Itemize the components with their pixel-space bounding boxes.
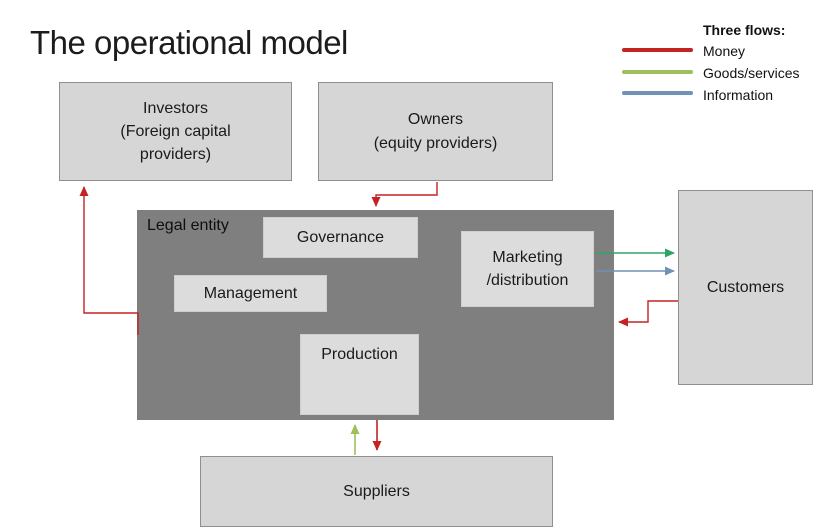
legend-information-label: Information [703,87,774,103]
production-label: Production [321,346,398,363]
legal-entity-label: Legal entity [147,217,229,234]
legend-heading: Three flows: [703,22,786,38]
legal-entity-box: Legal entity Governance Management Produ… [137,210,614,420]
suppliers-box: Suppliers [200,456,553,527]
management-label: Management [203,284,298,302]
legend-goods-label: Goods/services [703,65,800,81]
page-title: The operational model [30,24,348,61]
legend-goods-line-icon [622,70,693,74]
marketing-distribution-label: Marketing /distribution [486,248,569,289]
investors-label: Investors (Foreign capital providers) [120,99,231,164]
customers-box: Customers [678,190,813,385]
owners-label: Owners (equity providers) [373,111,498,152]
governance-box: Governance [263,217,418,258]
governance-label: Governance [296,228,385,246]
legend-money-label: Money [703,43,746,59]
production-box: Production [300,334,419,415]
investors-box: Investors (Foreign capital providers) [59,82,292,181]
suppliers-label: Suppliers [343,482,410,500]
money-arrow-legal-to-investors [79,186,139,335]
management-box: Management [174,275,327,312]
customers-label: Customers [706,278,785,296]
owners-box: Owners (equity providers) [318,82,553,181]
money-arrow-customers-to-legal [618,300,678,327]
marketing-distribution-box: Marketing /distribution [461,231,594,307]
money-arrow-owners-to-legal [371,182,438,207]
legend-information-line-icon [622,91,693,95]
legend-money-line-icon [622,48,693,52]
